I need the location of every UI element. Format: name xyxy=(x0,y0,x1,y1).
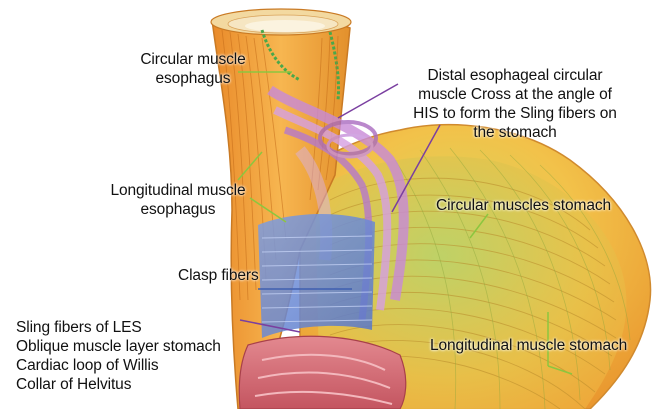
label-line: HIS to form the Sling fibers on xyxy=(392,104,638,123)
label-circular-muscles-stomach: Circular muscles stomach xyxy=(436,196,611,215)
label-longitudinal-muscle-esophagus: Longitudinal muscle esophagus xyxy=(88,181,268,219)
label-line: the stomach xyxy=(392,123,638,142)
label-line: Distal esophageal circular xyxy=(392,66,638,85)
label-line: Circular muscle xyxy=(118,50,268,69)
label-line: Collar of Helvitus xyxy=(16,375,221,394)
label-line: esophagus xyxy=(88,200,268,219)
mucosa-opening xyxy=(239,336,405,409)
clasp-fibers xyxy=(258,214,375,338)
label-lower-left-list: Sling fibers of LES Oblique muscle layer… xyxy=(16,318,221,394)
label-line: Oblique muscle layer stomach xyxy=(16,337,221,356)
label-line: Sling fibers of LES xyxy=(16,318,221,337)
label-distal-esophageal-circular: Distal esophageal circular muscle Cross … xyxy=(392,66,638,142)
label-longitudinal-muscle-stomach: Longitudinal muscle stomach xyxy=(430,336,627,355)
label-line: Cardiac loop of Willis xyxy=(16,356,221,375)
label-clasp-fibers: Clasp fibers xyxy=(178,266,259,285)
label-line: esophagus xyxy=(118,69,268,88)
label-line: Longitudinal muscle stomach xyxy=(430,337,627,354)
label-line: Clasp fibers xyxy=(178,267,259,284)
label-line: Longitudinal muscle xyxy=(88,181,268,200)
label-line: muscle Cross at the angle of xyxy=(392,85,638,104)
label-circular-muscle-esophagus: Circular muscle esophagus xyxy=(118,50,268,88)
label-line: Circular muscles stomach xyxy=(436,197,611,214)
